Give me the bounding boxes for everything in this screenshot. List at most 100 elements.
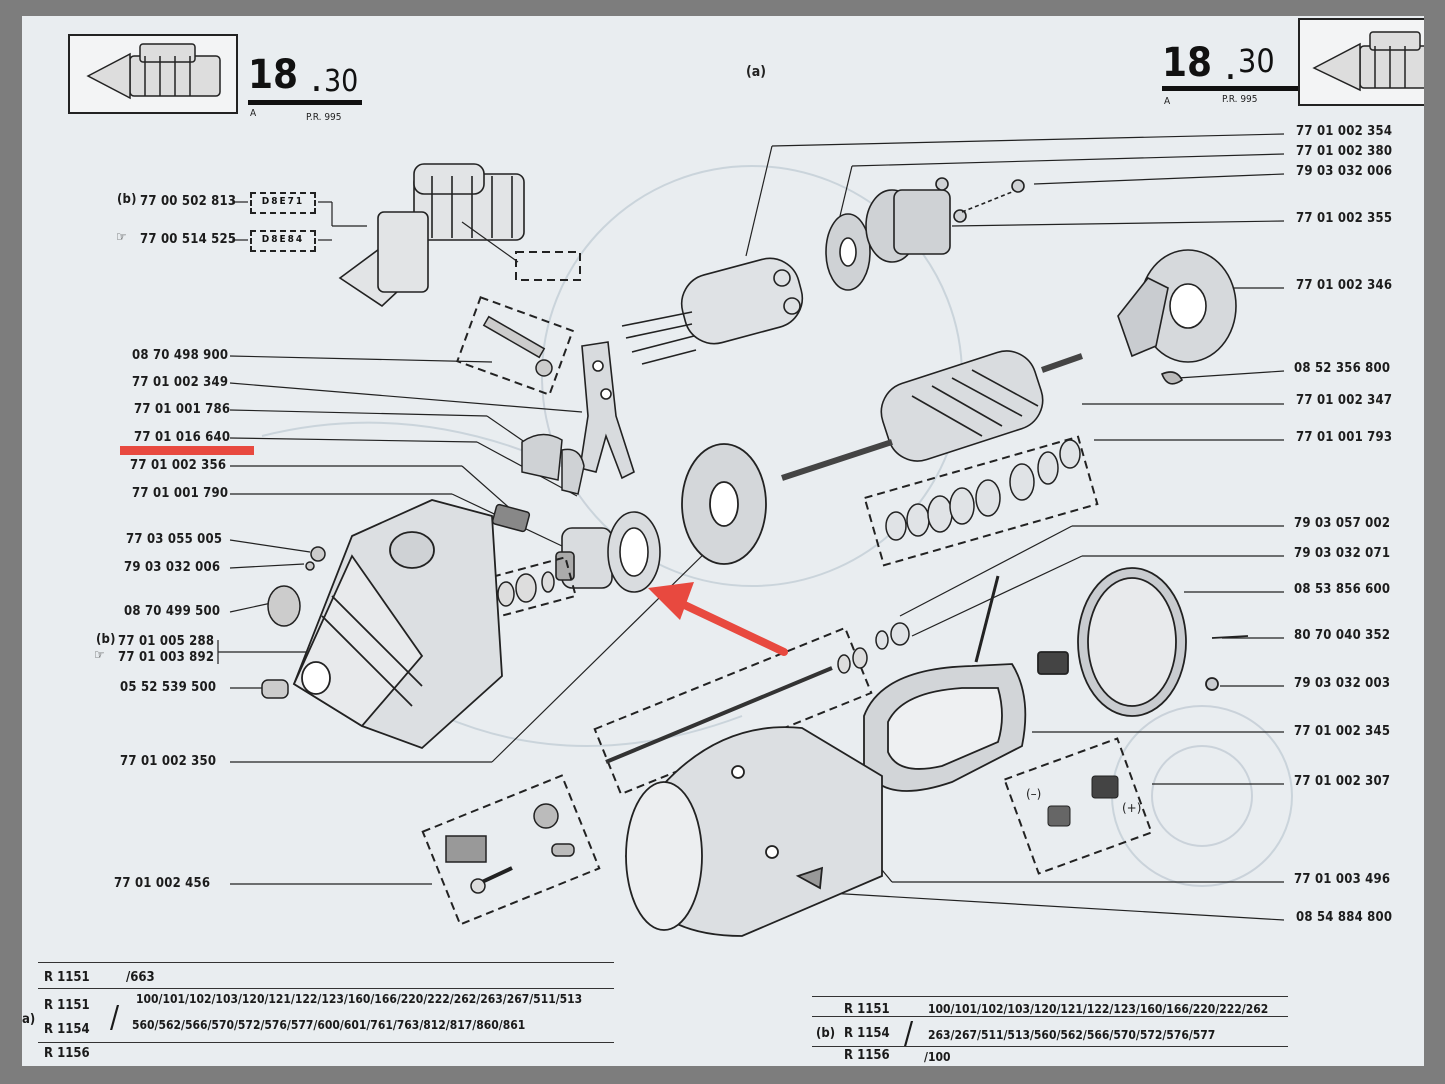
table-right-model: R 1151	[844, 1002, 890, 1017]
leader-lines-left	[217, 201, 713, 885]
small-washers-middle	[875, 622, 910, 650]
yoke-housing-drawing	[625, 726, 883, 937]
svg-text:(–): (–)	[1026, 787, 1041, 801]
part-number-label: 77 01 001 786	[134, 402, 231, 417]
highlight-underline	[120, 446, 254, 455]
part-number-label: 77 01 001 790	[132, 486, 229, 501]
armature-drawing	[781, 350, 1083, 481]
table-right-values: 263/267/511/513/560/562/566/570/572/576/…	[928, 1028, 1216, 1042]
part-number-label: 77 01 002 307	[1294, 774, 1391, 789]
table-right-model: R 1154	[844, 1026, 890, 1041]
part-number-starter-b: 77 00 502 813	[140, 194, 237, 209]
table-left-model: R 1156	[44, 1046, 90, 1061]
small-parts-left	[491, 433, 585, 533]
part-number-label: 08 53 856 600	[1294, 582, 1391, 597]
part-number-label: 79 03 032 003	[1294, 676, 1391, 691]
part-number-label: 08 54 884 800	[1296, 910, 1393, 925]
page-number-left: 18	[248, 52, 299, 98]
part-number-label: 08 52 356 800	[1294, 361, 1391, 376]
starter-code-box-b: D8E71	[250, 192, 316, 214]
part-number-label: 80 70 040 352	[1294, 628, 1391, 643]
red-arrow-icon	[648, 582, 788, 656]
part-number-b-prefix: (b)	[96, 632, 116, 647]
solenoid-cap-drawing	[825, 177, 1025, 291]
housing-small-parts	[261, 546, 326, 699]
part-number-label: 77 01 002 346	[1296, 278, 1393, 293]
catalog-page: 18 . 30 A P.R. 995 (a) 18 . 30 A P.R. 99…	[22, 16, 1424, 1066]
table-left-model: R 1151	[44, 998, 90, 1013]
hand-pointer-icon: ☞	[94, 648, 105, 663]
field-coil-drawing	[863, 575, 1069, 792]
table-right-side-mark: (b)	[816, 1026, 836, 1041]
table-left-model: R 1151	[44, 970, 90, 985]
header-rule-left	[248, 100, 362, 105]
table-right-values: /100	[924, 1050, 951, 1064]
starter-thumbnail-icon	[86, 43, 221, 100]
part-number-label: 77 01 005 288	[118, 634, 215, 649]
drive-end-housing-drawing	[292, 499, 503, 750]
part-number-starter-hand: 77 00 514 525	[140, 232, 237, 247]
part-number-label: 79 03 032 006	[1296, 164, 1393, 179]
table-right-values: 100/101/102/103/120/121/122/123/160/166/…	[928, 1002, 1269, 1016]
page-sub-left: 30	[324, 64, 359, 99]
part-number-label: 77 01 002 345	[1294, 724, 1391, 739]
view-label: (a)	[746, 64, 767, 80]
header-thumbnail-left	[68, 34, 238, 114]
part-number-label: 08 70 498 900	[132, 348, 229, 363]
table-left-slash: /	[110, 1000, 120, 1035]
header-ref-left: P.R. 995	[306, 112, 342, 123]
part-number-label: 77 01 001 793	[1296, 430, 1393, 445]
table-left-values: 560/562/566/570/572/576/577/600/601/761/…	[132, 1018, 526, 1032]
part-number-label: 77 01 002 355	[1296, 211, 1393, 226]
header-code-left: A	[250, 108, 257, 119]
table-right-rule-bot	[812, 1046, 1288, 1047]
dashed-box-starter	[515, 251, 581, 281]
header-code-right: A	[1164, 96, 1171, 107]
washer-kit-drawing	[479, 556, 577, 620]
part-number-label: 77 03 055 005	[126, 532, 223, 547]
table-right-slash: /	[904, 1016, 914, 1051]
table-right-rule-mid	[812, 1016, 1288, 1017]
part-number-label: 77 01 002 380	[1296, 144, 1393, 159]
part-number-label: 77 01 002 354	[1296, 124, 1393, 139]
page-dot-left: .	[312, 68, 321, 98]
fork-lever-drawing	[579, 341, 635, 480]
part-number-label: 77 01 002 347	[1296, 393, 1393, 408]
solenoid-drawing	[621, 257, 804, 365]
part-number-label: 79 03 032 006	[124, 560, 221, 575]
starter-code-box-hand: D8E84	[250, 230, 316, 252]
part-number-label: 77 01 002 456	[114, 876, 211, 891]
table-left-rule-bot	[38, 1042, 614, 1043]
brake-disc-drawing	[681, 443, 767, 565]
part-number-label: 77 01 002 349	[132, 375, 229, 390]
pinion-drive-drawing	[555, 511, 661, 593]
part-number-label: 77 01 002 350	[120, 754, 217, 769]
table-right-model: R 1156	[844, 1048, 890, 1063]
page-number-right: 18	[1162, 40, 1213, 86]
yoke-band-drawing	[1077, 567, 1249, 717]
part-number-label: 77 01 003 892	[118, 650, 215, 665]
starter-thumbnail-icon	[1312, 31, 1424, 92]
page-sub-right: 30	[1238, 42, 1275, 80]
part-number-label: 08 70 499 500	[124, 604, 221, 619]
table-left-rule-top	[38, 962, 614, 963]
leader-lines-right	[745, 133, 1285, 921]
svg-text:(+): (+)	[1122, 801, 1141, 815]
starter-assembly-drawing	[338, 163, 525, 308]
page-dot-right: .	[1226, 56, 1235, 86]
bolt-kit-drawing	[456, 296, 574, 396]
table-left-values: /663	[126, 970, 155, 985]
table-left-rule-mid	[38, 988, 614, 989]
part-number-label-highlighted: 77 01 016 640	[134, 430, 231, 445]
part-number-starter-b-prefix: (b)	[117, 192, 137, 207]
table-right-rule-top	[812, 996, 1288, 997]
hand-pointer-icon: ☞	[116, 230, 127, 245]
table-left-values: 100/101/102/103/120/121/122/123/160/166/…	[136, 992, 583, 1006]
brush-kit-drawing: (–) (+)	[1003, 737, 1153, 875]
part-number-label: 79 03 057 002	[1294, 516, 1391, 531]
header-rule-right	[1162, 86, 1298, 91]
part-number-label: 79 03 032 071	[1294, 546, 1391, 561]
part-number-label: 77 01 003 496	[1294, 872, 1391, 887]
end-plate-drawing	[1117, 249, 1237, 385]
table-left-model: R 1154	[44, 1022, 90, 1037]
